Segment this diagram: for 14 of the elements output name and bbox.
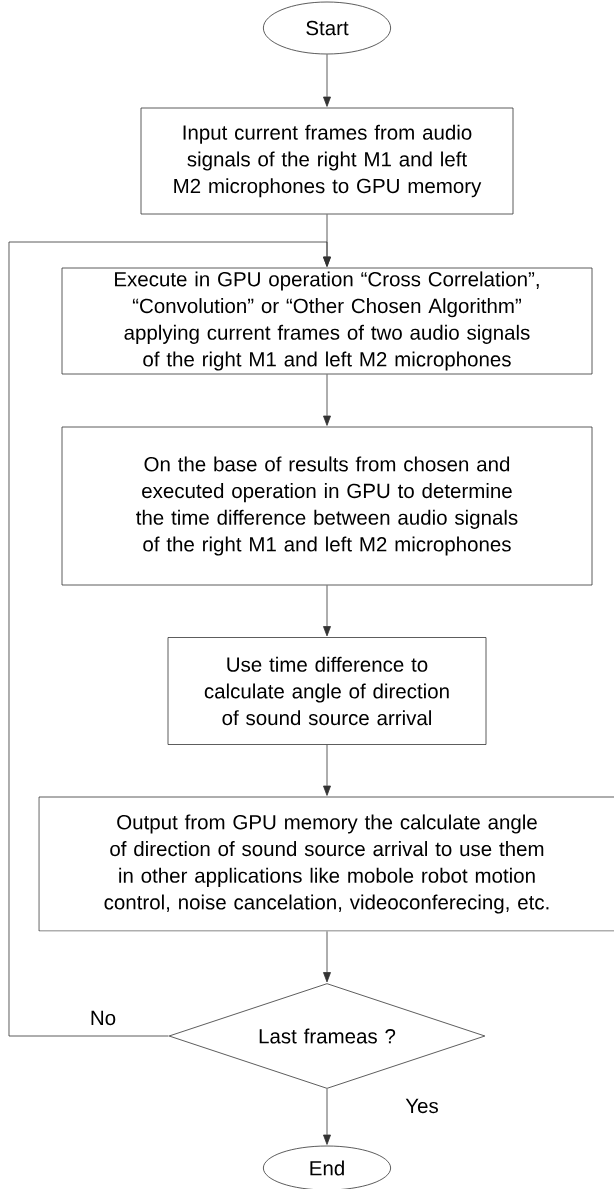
arrow — [323, 931, 331, 983]
edge-label: Yes — [404, 1097, 440, 1115]
process-box: Execute in GPU operation “Cross Correlation”, “Convolution” or “Other Chosen Algorithm” applying current frames of two audio signals of the right M1 and left M2 microphones — [61, 267, 593, 375]
arrow — [323, 54, 331, 107]
arrow — [323, 744, 331, 796]
process-box: Input current frames from audio signals of the right M1 and left M2 microphones to GPU memory — [140, 107, 514, 215]
process-box: Output from GPU memory the calculate angle of direction of sound source arrival to use them in other applications like mobole robot motion control, noise cancelation, videoconferecing, etc. — [38, 796, 614, 932]
process-box: On the base of results from chosen and executed operation in GPU to determine the time difference between audio signals of the right M1 and left M2 microphones — [61, 426, 593, 586]
process-box: Use time difference to calculate angle of direction of sound source arrival — [167, 637, 487, 745]
arrow — [8, 241, 331, 1037]
arrow — [323, 585, 331, 637]
edge-label: No — [88, 1009, 118, 1027]
arrow — [323, 1088, 331, 1145]
arrow — [323, 374, 331, 426]
